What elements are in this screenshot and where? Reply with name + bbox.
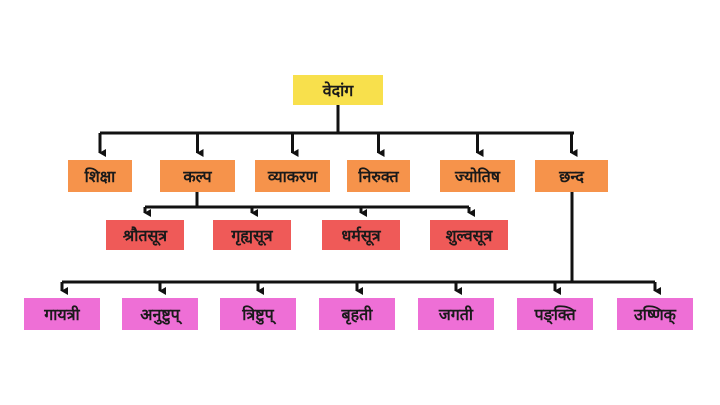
node-kalpa_children: शुल्वसूत्र	[430, 220, 508, 250]
node-chhanda_children: अनुष्टुप्	[122, 298, 198, 330]
node-chhanda_children: त्रिष्टुप्	[220, 298, 296, 330]
node-chhanda_children: उष्णिक्	[617, 298, 693, 330]
node-level1: कल्प	[160, 160, 235, 192]
node-kalpa_children: गृह्यसूत्र	[213, 220, 291, 250]
node-chhanda_children: पङ्क्ति	[517, 298, 593, 330]
node-level1: निरुक्त	[347, 160, 410, 192]
node-level1: शिक्षा	[68, 160, 132, 192]
node-level1: ज्योतिष	[440, 160, 515, 192]
node-level1: व्याकरण	[255, 160, 330, 192]
node-chhanda_children: गायत्री	[24, 298, 100, 330]
node-chhanda_children: जगती	[418, 298, 494, 330]
node-chhanda_children: बृहती	[319, 298, 395, 330]
node-vedanga: वेदांग	[293, 75, 383, 105]
node-kalpa_children: श्रौतसूत्र	[106, 220, 184, 250]
node-level1: छन्द	[535, 160, 608, 192]
node-kalpa_children: धर्मसूत्र	[322, 220, 400, 250]
